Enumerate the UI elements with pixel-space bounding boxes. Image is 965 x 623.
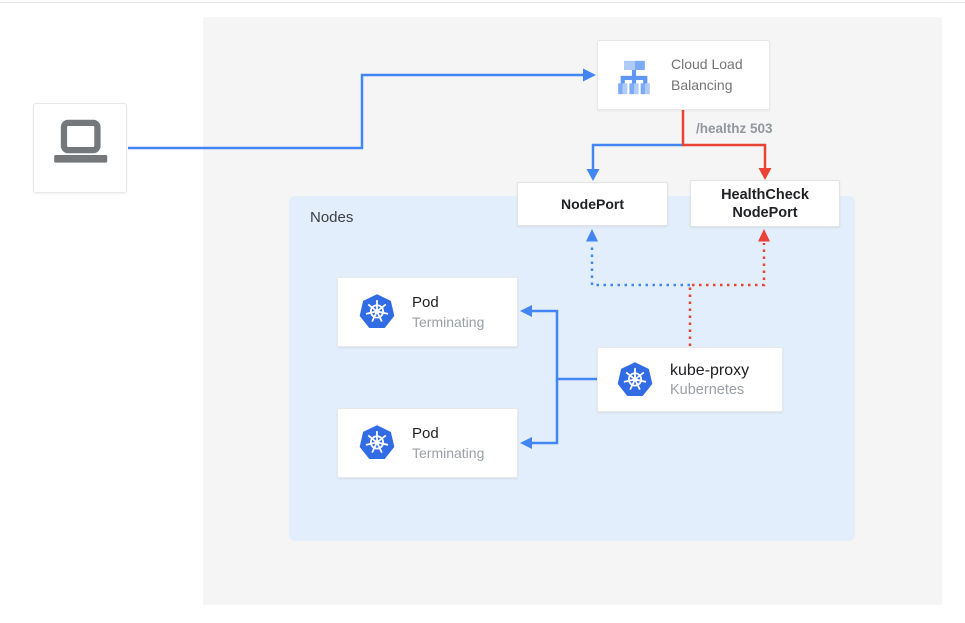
top-divider bbox=[0, 2, 965, 3]
cloud-load-balancing-label: Cloud Load Balancing bbox=[671, 56, 743, 93]
pod-status: Terminating bbox=[412, 444, 485, 461]
kube-proxy-node: kube-proxy Kubernetes bbox=[597, 347, 783, 412]
nodeport-label: NodePort bbox=[561, 196, 624, 212]
nodeport-node: NodePort bbox=[517, 182, 668, 226]
nodes-region-label: Nodes bbox=[310, 209, 354, 226]
pod-status: Terminating bbox=[412, 313, 485, 330]
pod-terminating-node-1: Pod Terminating bbox=[337, 277, 518, 347]
pod-title: Pod bbox=[412, 293, 439, 311]
client-node bbox=[33, 103, 127, 193]
healthcheck-nodeport-label: HealthCheck NodePort bbox=[721, 186, 809, 221]
pod-title: Pod bbox=[412, 424, 439, 442]
laptop-icon bbox=[54, 119, 108, 163]
kubernetes-helm-icon bbox=[359, 294, 395, 329]
healthcheck-nodeport-node: HealthCheck NodePort bbox=[690, 180, 840, 227]
cloud-load-balancing-icon bbox=[618, 60, 650, 95]
kubernetes-helm-icon bbox=[617, 361, 653, 396]
kubernetes-helm-icon bbox=[359, 425, 395, 460]
pod-terminating-node-2: Pod Terminating bbox=[337, 408, 518, 478]
cloud-load-balancing-node: Cloud Load Balancing bbox=[597, 40, 770, 110]
kube-proxy-subtitle: Kubernetes bbox=[670, 381, 745, 398]
kube-proxy-title: kube-proxy bbox=[670, 361, 750, 379]
healthz-503-label: /healthz 503 bbox=[696, 121, 773, 136]
